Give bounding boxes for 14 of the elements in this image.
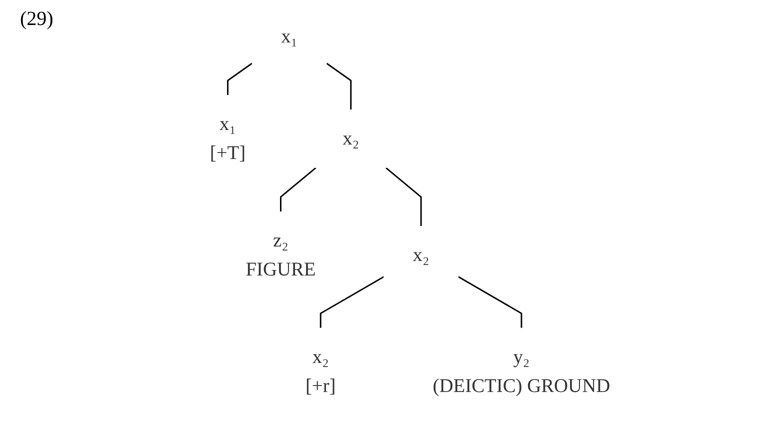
- connector: [386, 167, 422, 226]
- node-text: x₁ [+T]: [210, 114, 246, 164]
- connector: [280, 167, 316, 212]
- node-text: x₂ [+r]: [305, 346, 336, 397]
- connector: [227, 62, 252, 96]
- connector: [458, 276, 522, 328]
- node-text: y₂ (DEICTIC) GROUND: [432, 346, 610, 397]
- connector: [326, 62, 352, 110]
- example-number: (29): [20, 8, 54, 31]
- node-text: z₂ FIGURE: [246, 230, 316, 280]
- connector: [320, 276, 384, 328]
- node-text: x₁: [281, 26, 298, 48]
- node-text: x₂: [412, 244, 430, 266]
- node-text: x₂: [342, 128, 360, 150]
